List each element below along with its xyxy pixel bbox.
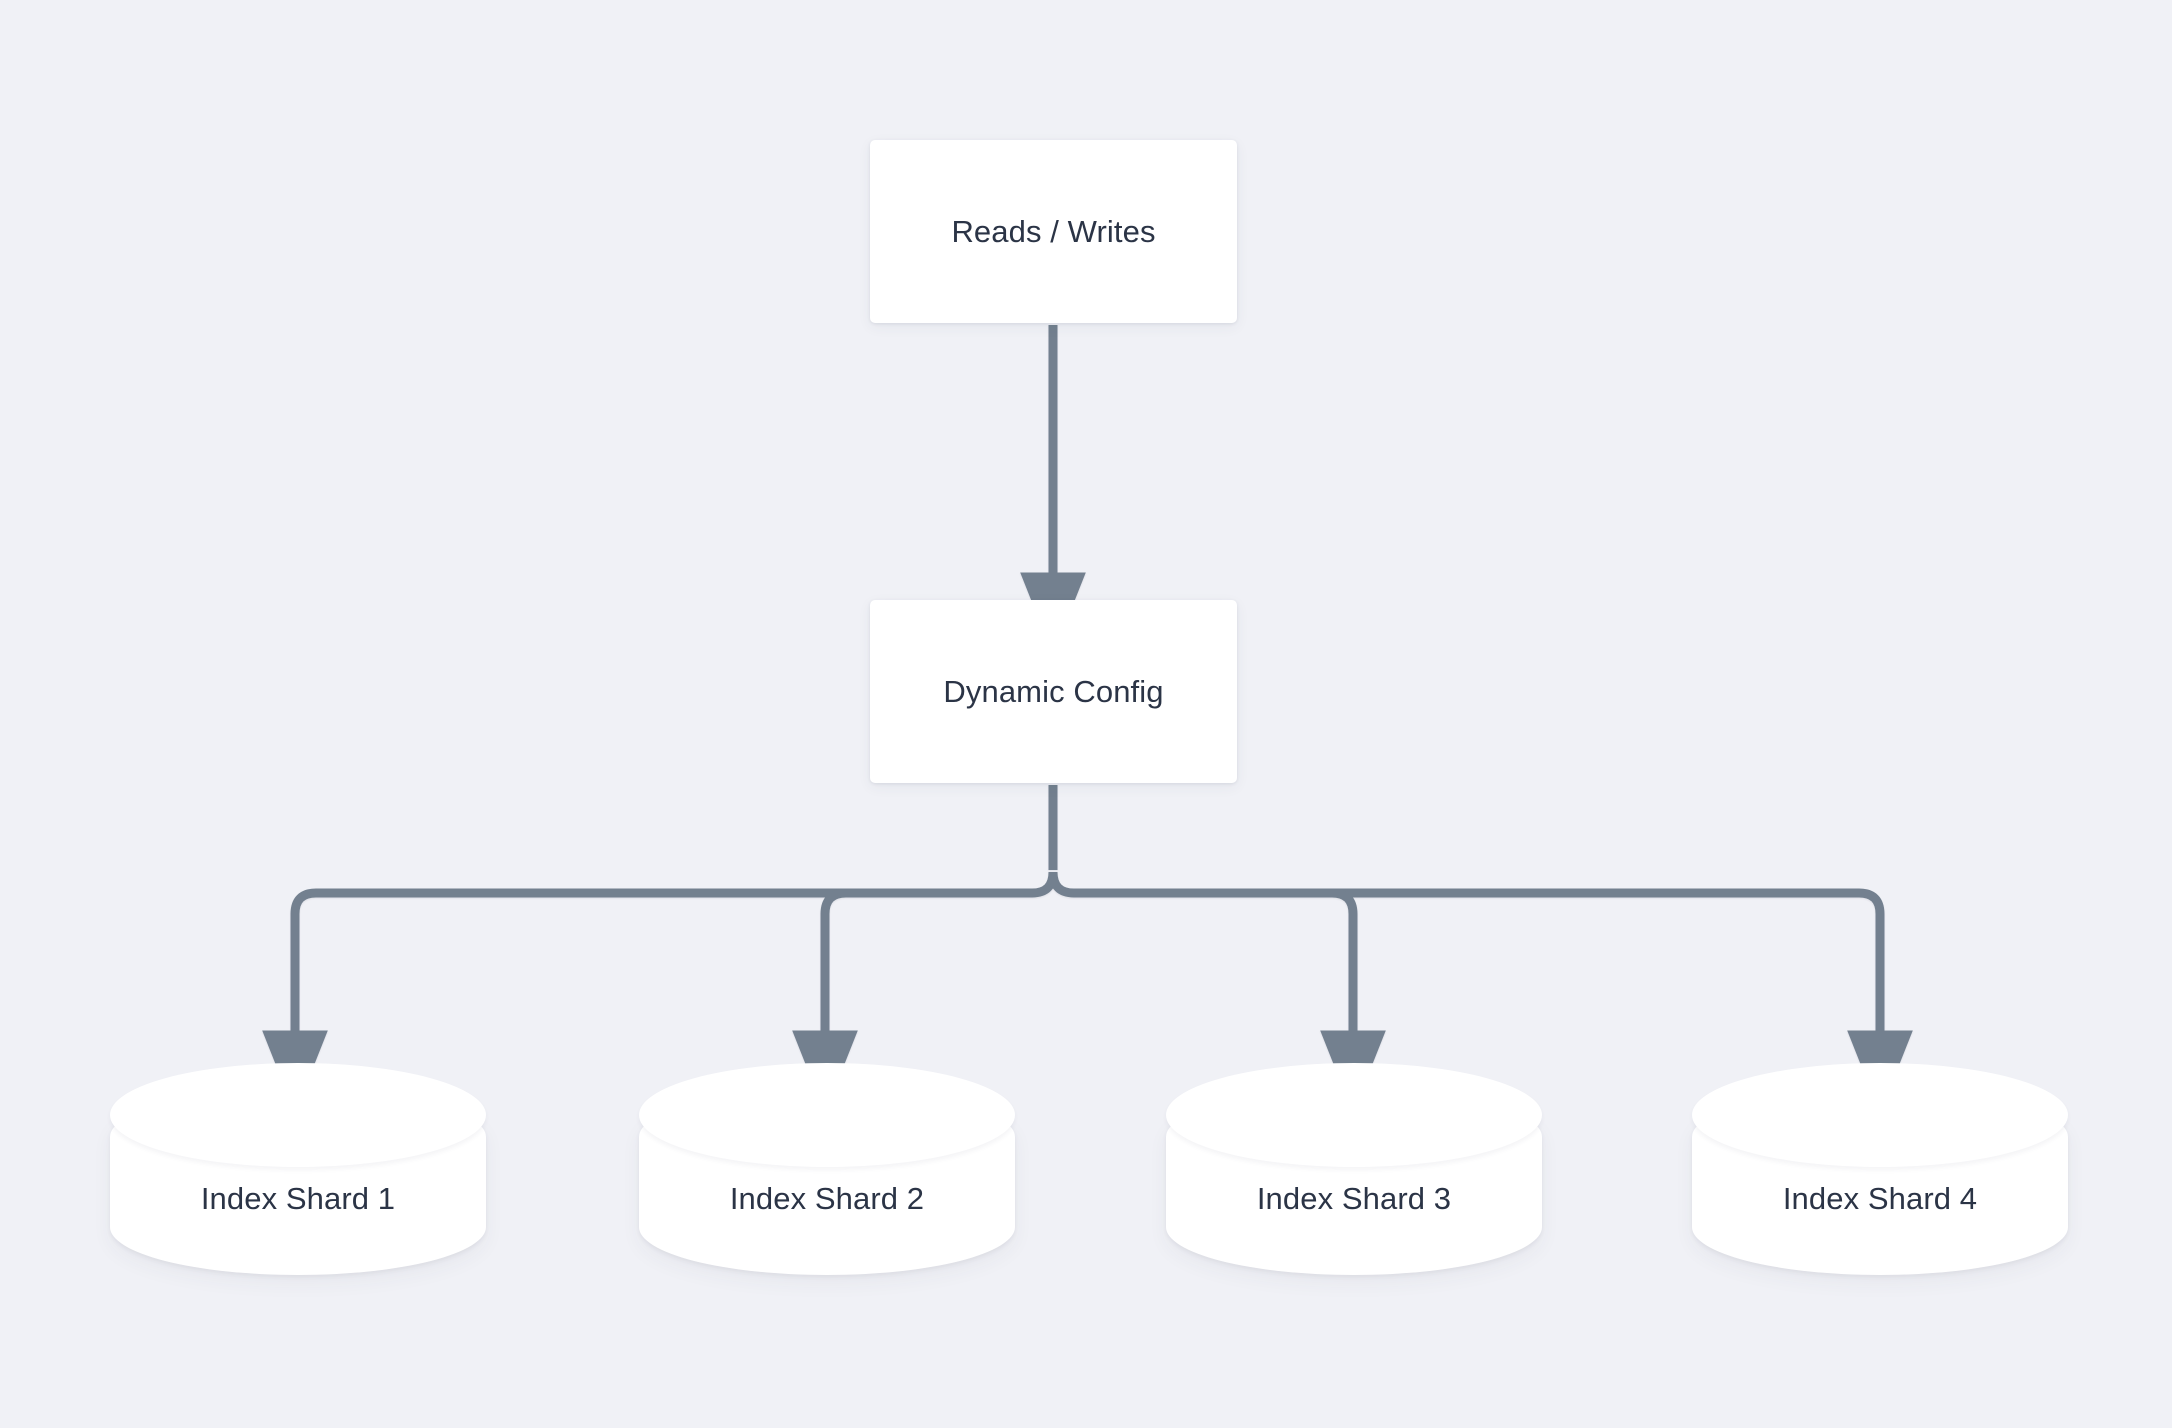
- node-dynamic-config-label: Dynamic Config: [943, 673, 1164, 709]
- edge-drop-shard-2: [792, 888, 858, 1114]
- node-reads-writes-label: Reads / Writes: [951, 213, 1156, 249]
- node-index-shard-1[interactable]: Index Shard 1: [110, 1063, 486, 1275]
- node-index-shard-2[interactable]: Index Shard 2: [639, 1063, 1015, 1275]
- node-index-shard-2-label: Index Shard 2: [729, 1181, 925, 1216]
- node-index-shard-4[interactable]: Index Shard 4: [1692, 1063, 2068, 1275]
- cylinder-top-icon: [110, 1063, 486, 1167]
- edge-drop-shard-3: [1320, 888, 1386, 1114]
- edge-bus-right: [1048, 871, 1913, 1114]
- node-reads-writes[interactable]: Reads / Writes: [870, 140, 1237, 323]
- node-index-shard-4-label: Index Shard 4: [1782, 1181, 1978, 1216]
- node-index-shard-3[interactable]: Index Shard 3: [1166, 1063, 1542, 1275]
- cylinder-top-icon: [1166, 1063, 1542, 1167]
- cylinder-top-icon: [1692, 1063, 2068, 1167]
- edge-bus-left: [262, 871, 1058, 1114]
- node-dynamic-config[interactable]: Dynamic Config: [870, 600, 1237, 783]
- node-index-shard-3-label: Index Shard 3: [1256, 1181, 1452, 1216]
- node-index-shard-1-label: Index Shard 1: [200, 1181, 396, 1216]
- cylinder-top-icon: [639, 1063, 1015, 1167]
